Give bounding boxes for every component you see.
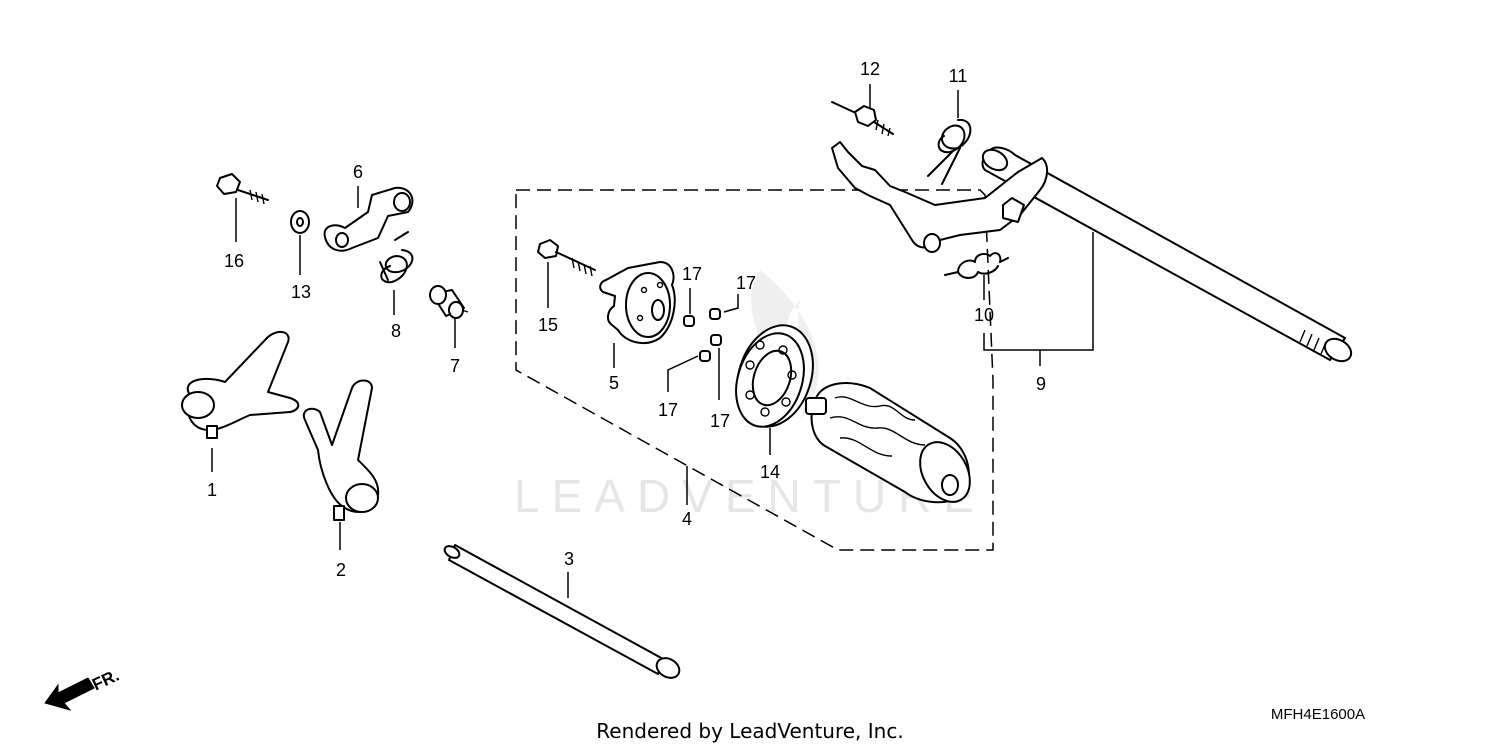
callout-labels: 1 2 3 4 5 6 7 8 9 10 11 12 13 14 15 16 1… xyxy=(207,59,1046,580)
bolt-15[interactable] xyxy=(537,239,596,277)
pin-17-b[interactable] xyxy=(709,308,721,320)
spring-11[interactable] xyxy=(927,118,972,185)
fork-shaft-3[interactable] xyxy=(443,544,683,682)
callout-6: 6 xyxy=(353,162,363,182)
front-direction-arrow: FR. xyxy=(44,666,122,711)
callout-7: 7 xyxy=(450,356,460,376)
shift-spindle-9[interactable] xyxy=(831,141,1355,366)
stopper-arm-6[interactable] xyxy=(323,186,414,252)
spring-10[interactable] xyxy=(944,252,1009,279)
shift-fork-2[interactable] xyxy=(302,379,380,521)
callout-8: 8 xyxy=(391,321,401,341)
callout-11: 11 xyxy=(949,66,968,86)
callout-15: 15 xyxy=(538,315,558,335)
footer-text: Rendered by LeadVenture, Inc. xyxy=(596,719,903,743)
bolt-16[interactable] xyxy=(216,173,269,205)
callout-4: 4 xyxy=(682,509,692,529)
shift-fork-1[interactable] xyxy=(181,331,300,439)
callout-13: 13 xyxy=(291,282,311,302)
drum-center-5[interactable] xyxy=(599,261,676,345)
spring-8[interactable] xyxy=(379,231,414,284)
front-arrow-label: FR. xyxy=(89,666,122,695)
callout-17c: 17 xyxy=(658,400,678,420)
pin-17-d[interactable] xyxy=(710,334,722,346)
callout-16: 16 xyxy=(224,251,244,271)
callout-3: 3 xyxy=(564,549,574,569)
callout-5: 5 xyxy=(609,373,619,393)
callout-17b: 17 xyxy=(736,273,756,293)
callout-17d: 17 xyxy=(710,411,730,431)
callout-1: 1 xyxy=(207,480,217,500)
diagram-code: MFH4E1600A xyxy=(1271,706,1365,723)
callout-17a: 17 xyxy=(682,264,702,284)
pin-17-a[interactable] xyxy=(683,315,695,327)
shift-drum[interactable] xyxy=(805,382,980,511)
leader-lines xyxy=(211,84,1094,598)
callout-2: 2 xyxy=(336,560,346,580)
callout-10: 10 xyxy=(974,305,994,325)
collar-7[interactable] xyxy=(429,285,469,319)
assembly-boundary-4 xyxy=(515,189,994,551)
bolt-12[interactable] xyxy=(831,101,894,137)
pin-17-c[interactable] xyxy=(699,350,711,362)
callout-14: 14 xyxy=(760,462,780,482)
bearing-14[interactable] xyxy=(725,315,826,436)
washer-13[interactable] xyxy=(290,210,310,234)
callout-9: 9 xyxy=(1036,374,1046,394)
callout-12: 12 xyxy=(860,59,880,79)
